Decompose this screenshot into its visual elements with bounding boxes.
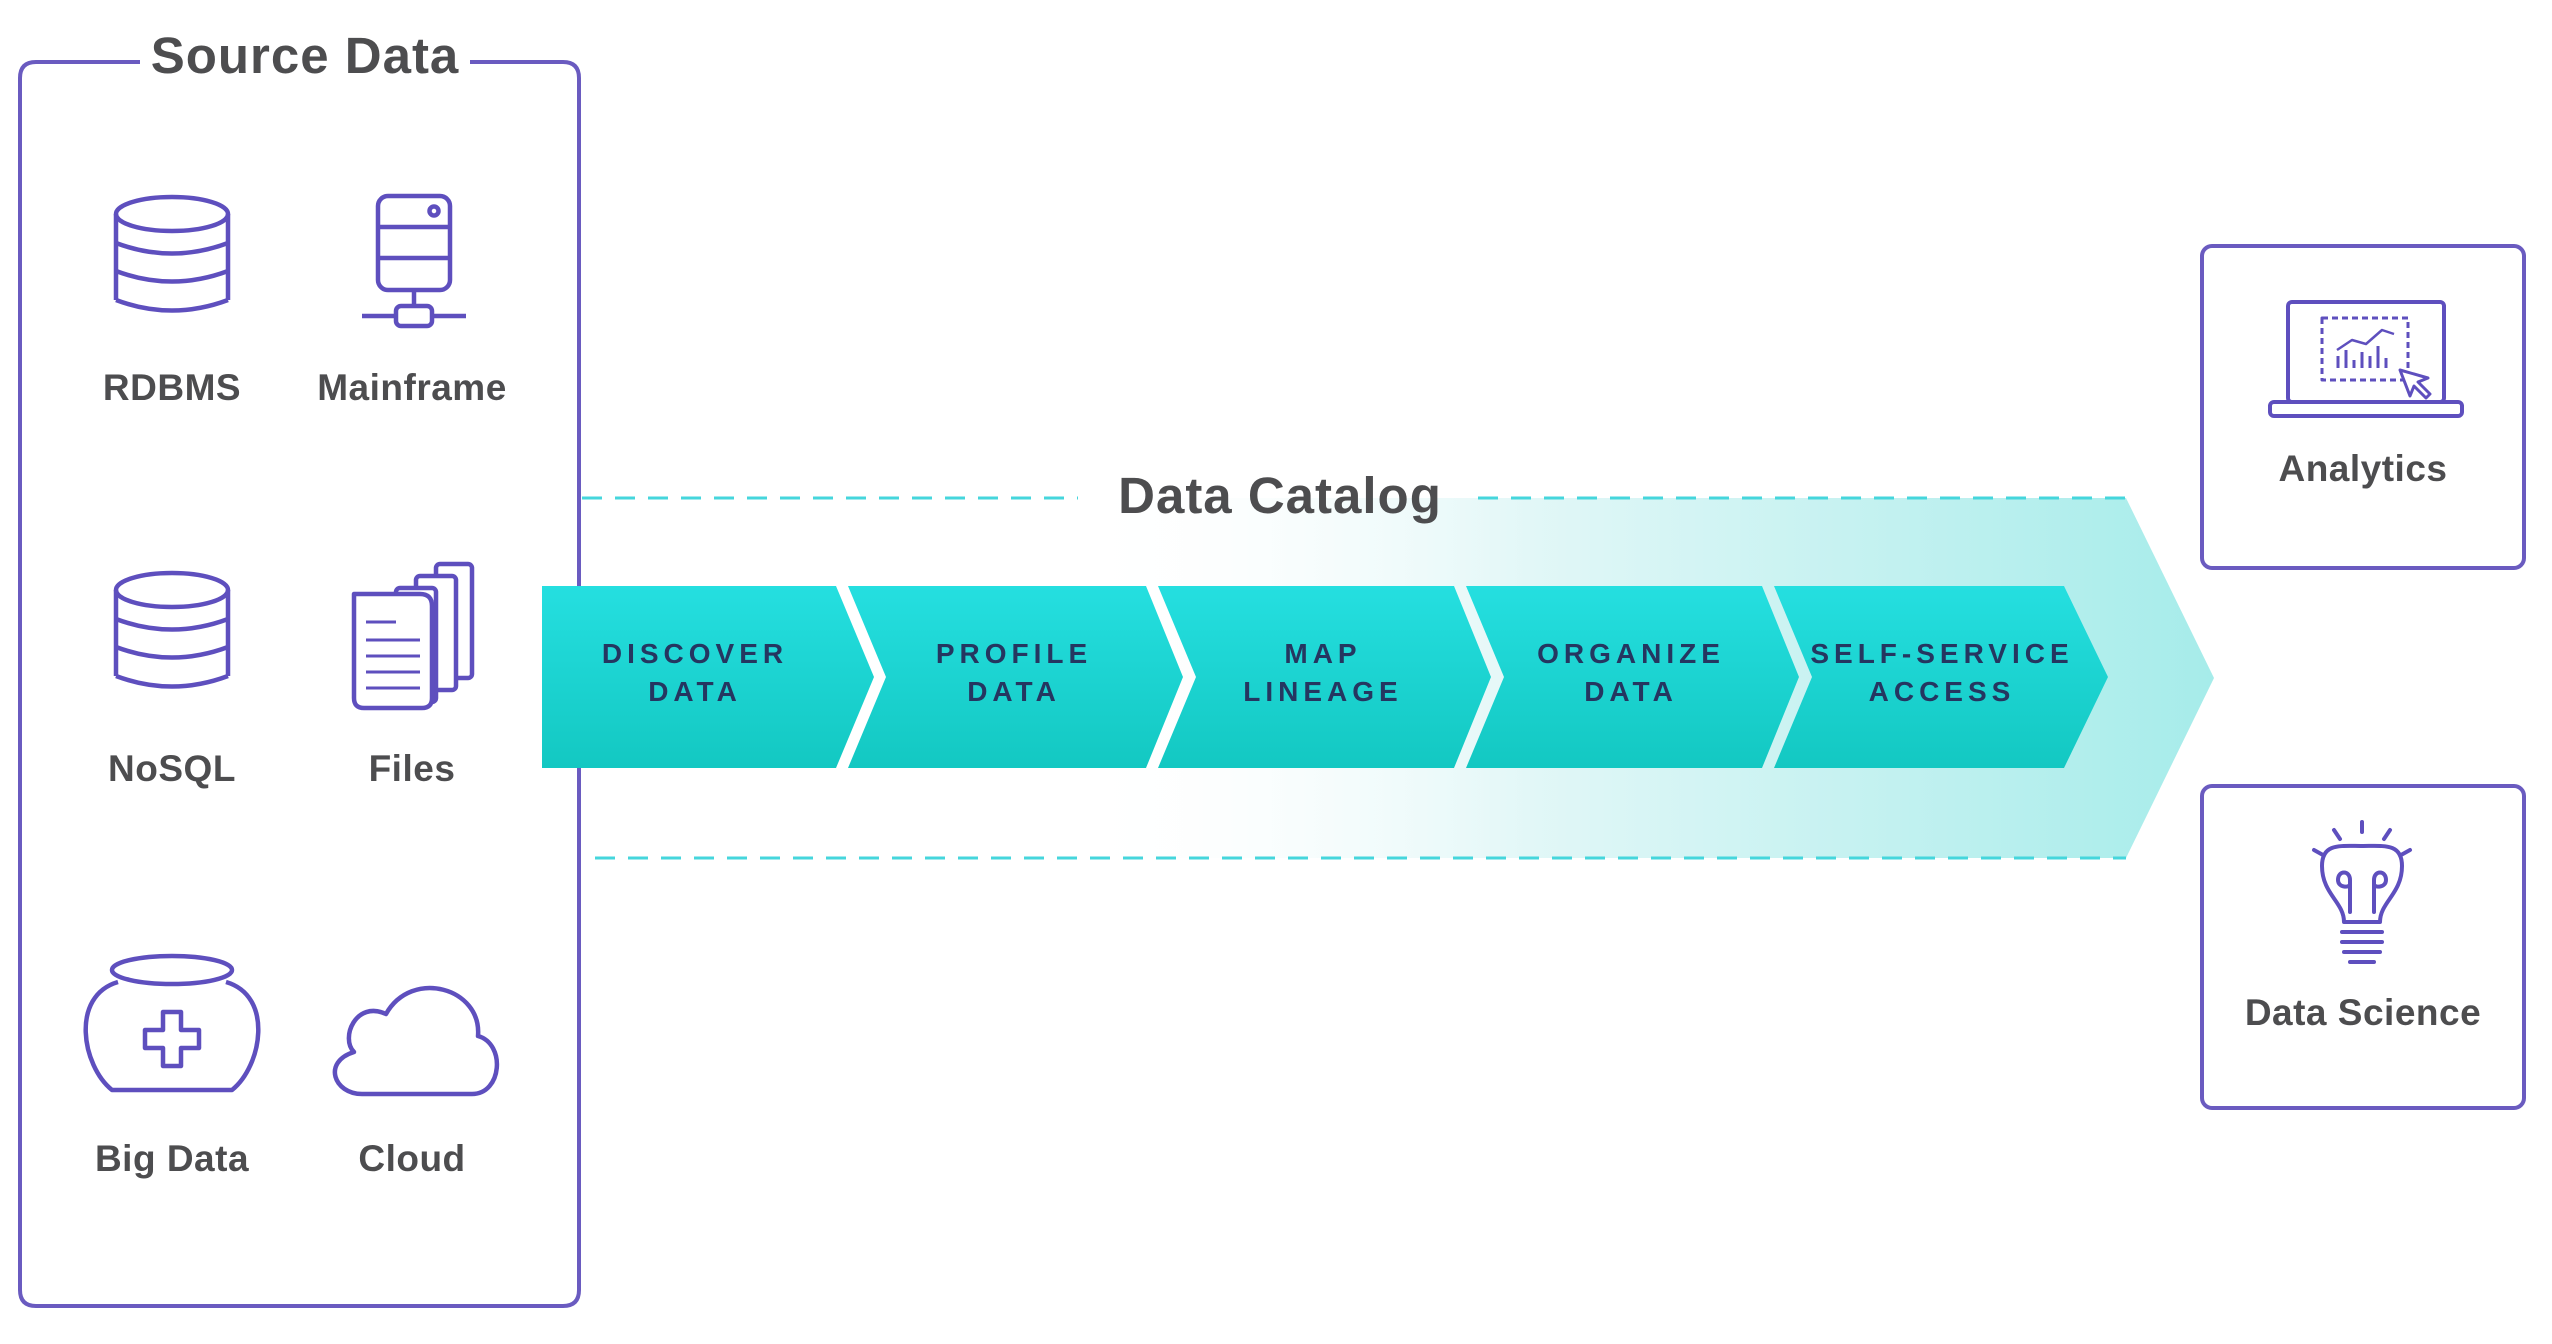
catalog-title: Data Catalog (1118, 467, 1442, 524)
source-label-rdbms: RDBMS (102, 367, 242, 408)
destination-label-data-science: Data Science (2244, 992, 2482, 1033)
server-icon (362, 193, 466, 329)
stage-chevron-discover (542, 586, 874, 768)
source-label-cloud: Cloud (358, 1138, 466, 1179)
stage-chevron-organize (1466, 586, 1799, 768)
source-panel-title: Source Data (150, 27, 460, 84)
source-panel-frame (18, 60, 581, 1308)
database-icon (113, 194, 231, 313)
database-icon (113, 570, 231, 689)
lightbulb-icon (2312, 820, 2412, 964)
stage-chevron-map-lineage (1158, 586, 1491, 768)
analytics-laptop-icon (2268, 300, 2464, 418)
big-data-icon (83, 953, 261, 1093)
destination-label-analytics: Analytics (2278, 448, 2448, 489)
cloud-icon (332, 985, 500, 1097)
source-label-nosql: NoSQL (108, 748, 236, 789)
analytics-box (2200, 244, 2526, 570)
files-icon (351, 561, 475, 711)
stage-chevron-self-service (1774, 586, 2108, 768)
source-label-big-data: Big Data (94, 1138, 250, 1179)
source-label-mainframe: Mainframe (317, 367, 507, 408)
data-science-box (2200, 784, 2526, 1110)
source-label-files: Files (368, 748, 456, 789)
stage-chevron-profile (848, 586, 1183, 768)
